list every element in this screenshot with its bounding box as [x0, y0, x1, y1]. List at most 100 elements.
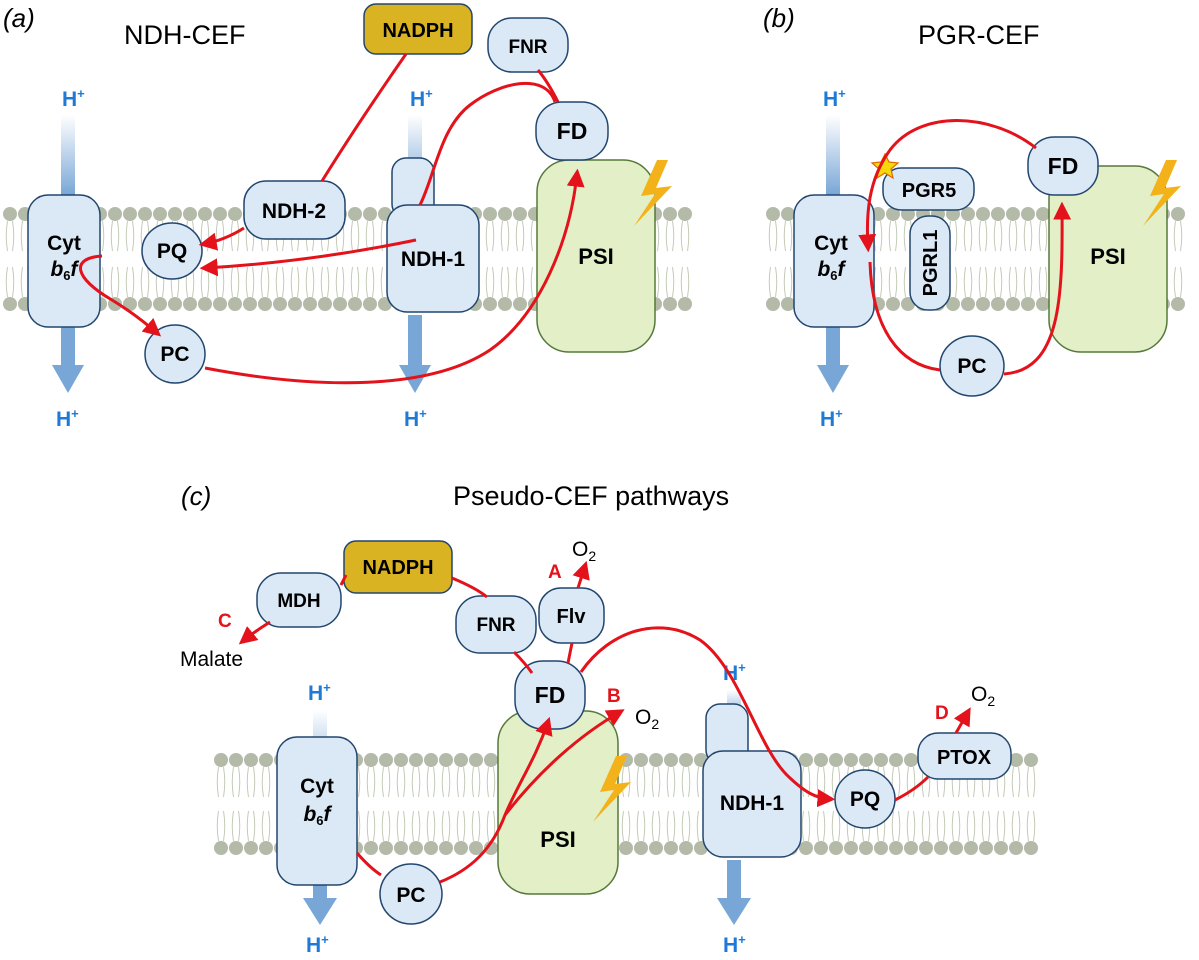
lipid-head — [994, 841, 1008, 855]
lipid-head — [1024, 841, 1038, 855]
lipid-tail — [651, 810, 654, 842]
lipid-head — [318, 297, 332, 311]
lipid-tail — [628, 810, 631, 842]
path-fd-to-flv — [566, 642, 574, 664]
fd-label: FD — [557, 118, 588, 144]
lipid-tail — [1038, 220, 1041, 252]
lipid-tail — [891, 810, 894, 842]
proton-arrowhead-ndh1 — [717, 898, 751, 925]
lipid-head — [348, 297, 362, 311]
fd-protein — [535, 101, 609, 161]
lipid-head — [679, 753, 693, 767]
lipid-tail — [831, 766, 834, 798]
panel-b-title: PGR-CEF — [918, 20, 1040, 50]
lipid-tail — [1000, 266, 1003, 298]
lipid-head — [288, 297, 302, 311]
lipid-tail — [951, 810, 954, 842]
lipid-tail — [297, 266, 300, 298]
lipid-head — [363, 207, 377, 221]
lipid-head — [439, 841, 453, 855]
proton-label-cyt-bottom: H+ — [820, 406, 843, 431]
nadph-molecule — [363, 3, 473, 55]
lipid-tail — [816, 810, 819, 842]
lipid-tail — [1015, 266, 1018, 298]
lipid-head — [814, 753, 828, 767]
pc-protein — [144, 324, 206, 384]
lipid-tail — [530, 266, 533, 298]
lipid-head — [934, 841, 948, 855]
path-fd-to-pgr5-cyt — [858, 119, 1037, 253]
lipid-tail — [970, 266, 973, 298]
lipid-tail — [110, 266, 113, 298]
lipid-tail — [358, 810, 361, 842]
path-cyt-to-pc — [79, 254, 162, 337]
lipid-tail — [268, 766, 271, 798]
cyt-b6f-sublabel: b6f — [817, 258, 846, 283]
lipid-tail — [207, 266, 210, 298]
lipid-tail — [1003, 810, 1006, 842]
lipid-tail — [880, 220, 883, 252]
lipid-head — [904, 753, 918, 767]
lipid-head — [634, 841, 648, 855]
lipid-head — [303, 297, 317, 311]
lipid-tail — [223, 810, 226, 842]
path-flv-to-o2 — [572, 560, 590, 589]
lipid-tail — [261, 810, 264, 842]
lipid-tail — [478, 810, 481, 842]
lipid-tail — [981, 810, 984, 842]
lipid-tail — [808, 810, 811, 842]
psi-label: PSI — [578, 244, 613, 269]
lipid-head — [484, 841, 498, 855]
lipid-tail — [215, 266, 218, 298]
lipid-head — [394, 841, 408, 855]
light-bolt-icon — [593, 756, 631, 822]
o2-product-d: O2 — [971, 683, 995, 709]
path-fnr-to-fd — [512, 650, 534, 674]
lipid-tail — [1018, 766, 1021, 798]
lipid-tail — [672, 220, 675, 252]
lipid-head — [961, 297, 975, 311]
lipid-head — [889, 841, 903, 855]
lipid-tail — [1033, 810, 1036, 842]
lipid-tail — [388, 810, 391, 842]
lipid-tail — [768, 220, 771, 252]
proton-arrowhead-ndh1 — [399, 365, 431, 393]
fnr-enzyme — [487, 17, 569, 73]
lipid-head — [991, 297, 1005, 311]
lipid-head — [123, 207, 137, 221]
lipid-tail — [125, 220, 128, 252]
lipid-tail — [132, 220, 135, 252]
lipid-head — [259, 753, 273, 767]
lipid-head — [168, 297, 182, 311]
lipid-head — [781, 207, 795, 221]
lipid-tail — [515, 220, 518, 252]
lipid-tail — [485, 266, 488, 298]
fnr-enzyme — [455, 595, 537, 654]
lipid-tail — [672, 266, 675, 298]
lipid-head — [198, 297, 212, 311]
lipid-tail — [665, 266, 668, 298]
proton-label-cyt-bottom: H+ — [306, 932, 329, 957]
lipid-head — [1171, 207, 1185, 221]
cyt-label: Cyt — [814, 232, 848, 255]
lipid-head — [168, 207, 182, 221]
lipid-tail — [350, 220, 353, 252]
lipid-head — [889, 753, 903, 767]
lipid-head — [1021, 297, 1035, 311]
lipid-tail — [335, 266, 338, 298]
lipid-head — [1024, 753, 1038, 767]
lipid-tail — [463, 810, 466, 842]
lipid-head — [886, 207, 900, 221]
lipid-head — [138, 207, 152, 221]
ndh2-enzyme — [243, 180, 346, 240]
lipid-tail — [253, 810, 256, 842]
lipid-tail — [132, 266, 135, 298]
lipid-tail — [903, 220, 906, 252]
lipid-tail — [1008, 266, 1011, 298]
lipid-tail — [493, 766, 496, 798]
lipid-tail — [666, 766, 669, 798]
pc-label: PC — [396, 884, 425, 907]
lipid-tail — [1015, 220, 1018, 252]
light-bolt-icon — [1143, 160, 1181, 226]
lipid-head — [634, 753, 648, 767]
